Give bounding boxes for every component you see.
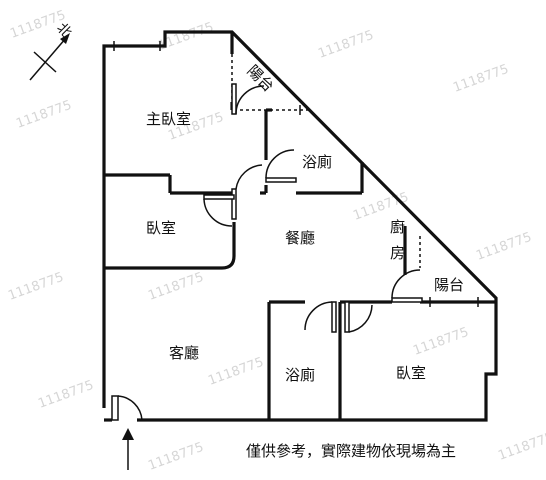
watermark: 1118775 — [146, 270, 206, 304]
watermark: 1118775 — [474, 230, 534, 264]
watermark: 1118775 — [206, 355, 266, 389]
watermark: 1118775 — [14, 98, 74, 132]
entrance-arrow-icon — [122, 428, 134, 470]
watermark: 1118775 — [496, 430, 546, 464]
watermark: 1118775 — [451, 62, 511, 96]
north-arrow-icon — [29, 33, 70, 81]
room-label-living: 客廳 — [169, 344, 199, 362]
room-label-balcony-right: 陽台 — [434, 276, 464, 294]
disclaimer-text: 僅供參考，實際建物依現場為主 — [246, 442, 457, 460]
room-label-bathroom-top: 浴廁 — [302, 153, 332, 171]
watermark: 1118775 — [36, 378, 96, 412]
room-label-dining: 餐廳 — [285, 229, 315, 247]
room-label-bedroom-bottom: 臥室 — [396, 364, 426, 382]
room-label-kitchen-1: 廚 — [390, 218, 405, 236]
watermark: 1118775 — [146, 440, 206, 474]
room-label-kitchen-2: 房 — [390, 244, 405, 262]
room-label-bathroom-bottom: 浴廁 — [285, 366, 315, 384]
window-markers — [113, 41, 490, 307]
room-label-bedroom-left: 臥室 — [146, 219, 176, 237]
doors — [111, 83, 423, 421]
watermark: 1118775 — [6, 270, 66, 304]
watermark: 1118775 — [411, 325, 471, 359]
room-label-master-bedroom: 主臥室 — [146, 110, 191, 128]
watermark: 1118775 — [316, 28, 376, 62]
